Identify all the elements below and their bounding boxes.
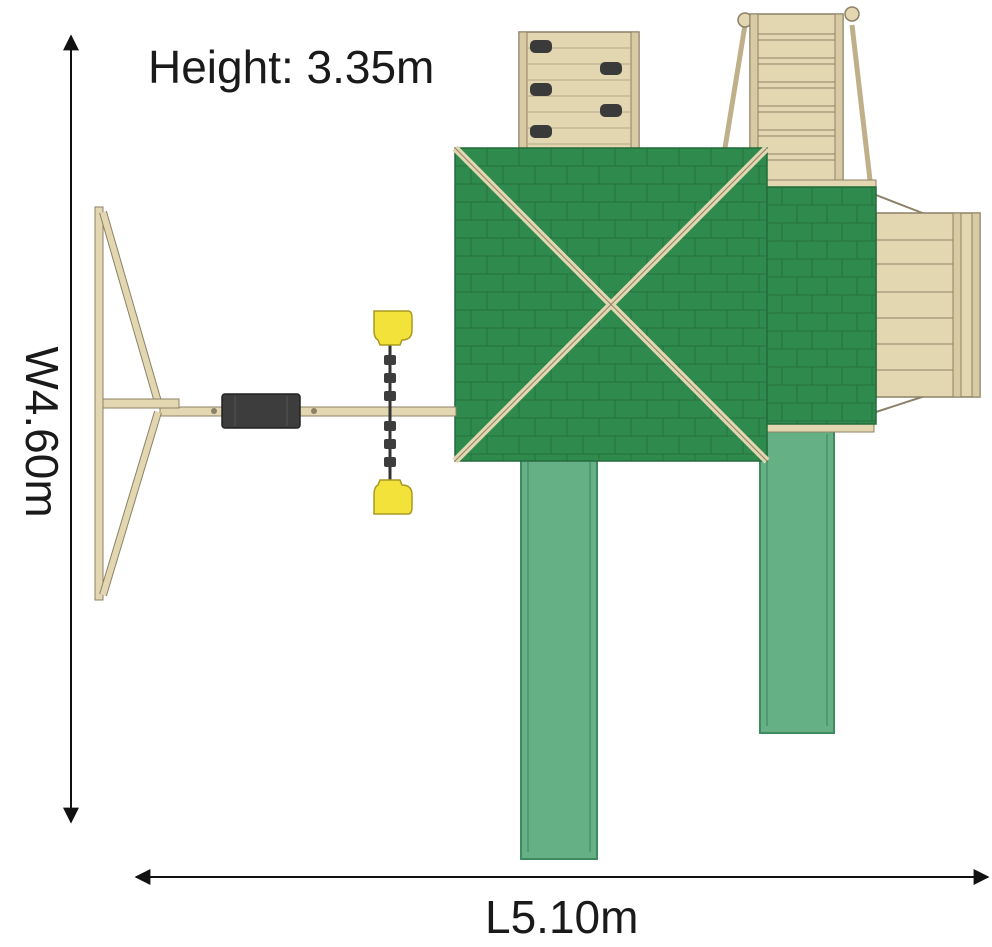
seesaw-icon bbox=[373, 310, 413, 515]
slide-right-icon bbox=[759, 426, 835, 734]
roof-icon bbox=[452, 145, 770, 464]
side-ramp-icon bbox=[875, 194, 981, 413]
slide-left-icon bbox=[520, 454, 598, 860]
height-label: Height: 3.35m bbox=[148, 41, 435, 93]
swing-beam-icon bbox=[159, 406, 457, 417]
width-label: W4.60m bbox=[16, 346, 68, 518]
length-label: L5.10m bbox=[485, 891, 639, 943]
climbing-wall-icon bbox=[518, 31, 640, 153]
deck-icon bbox=[751, 179, 877, 433]
swing-a-frame-icon bbox=[94, 206, 180, 601]
tyre-swing-icon bbox=[221, 393, 301, 429]
